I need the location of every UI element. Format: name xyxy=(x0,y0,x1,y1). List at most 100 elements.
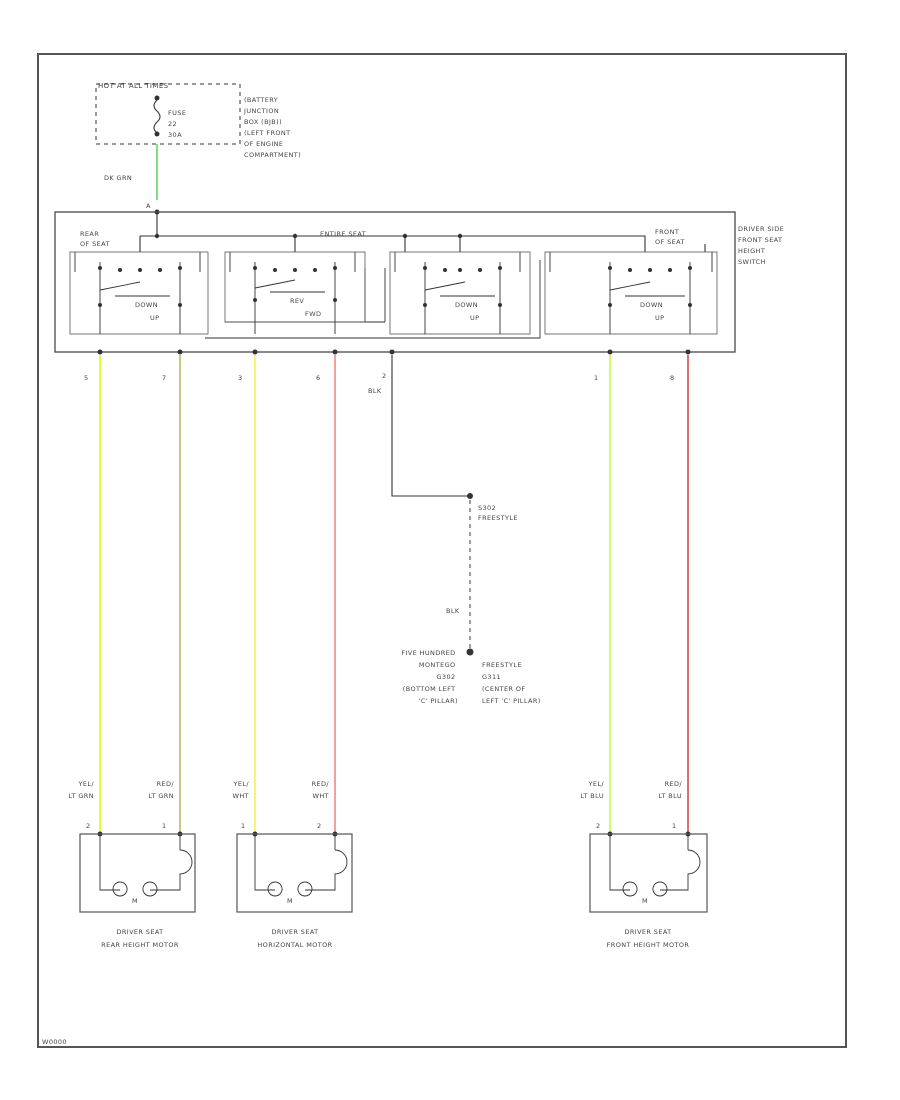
switch-4-down-label: DOWN xyxy=(640,301,663,309)
splice-label: S302 FREESTYLE xyxy=(478,504,518,522)
pin-terminal xyxy=(685,349,691,355)
contact xyxy=(423,266,427,270)
switch-contacts xyxy=(549,252,713,334)
contact xyxy=(608,266,612,270)
contact xyxy=(423,303,427,307)
switch-3-down-label: DOWN xyxy=(455,301,478,309)
bus-junction xyxy=(154,233,160,239)
switch-1-down-label: DOWN xyxy=(135,301,158,309)
connector-pin-a: A xyxy=(146,202,151,210)
splice-s302 xyxy=(467,493,473,499)
contact xyxy=(628,268,632,272)
motor-pin-label: 2 xyxy=(596,822,601,830)
pin-terminal xyxy=(607,349,613,355)
motor-m-symbol: M xyxy=(132,897,138,905)
pin-label: 1 xyxy=(594,374,599,382)
ground-g311-label: FREESTYLE G311 (CENTER OF LEFT 'C' PILLA… xyxy=(482,661,541,705)
switch-section-box xyxy=(389,251,531,335)
switch-name-label: DRIVER SIDE FRONT SEAT HEIGHT SWITCH xyxy=(738,225,787,266)
motor-box xyxy=(236,833,353,913)
switch-power-bus xyxy=(139,212,646,252)
ground-point xyxy=(466,648,474,656)
fuse-rating: 30A xyxy=(168,131,182,139)
contact xyxy=(458,268,462,272)
switch-section-1: DOWN UP xyxy=(69,251,209,335)
contact xyxy=(688,266,692,270)
motor-wiring xyxy=(609,836,701,891)
contact xyxy=(253,298,257,302)
pin-label: 7 xyxy=(162,374,167,382)
contact xyxy=(498,303,502,307)
motor-m-symbol: M xyxy=(287,897,293,905)
pin-label: 5 xyxy=(84,374,89,382)
hot-at-all-times-label: HOT AT ALL TIMES xyxy=(98,82,169,90)
rear-of-seat-label: REAR OF SEAT xyxy=(80,230,110,248)
contact xyxy=(178,266,182,270)
ground-g302-label: FIVE HUNDRED MONTEGO G302 (BOTTOM LEFT '… xyxy=(401,649,458,705)
bus-junction xyxy=(292,233,298,239)
ground-wire-blk xyxy=(391,355,470,497)
switch-2-down-label: REV xyxy=(290,297,304,305)
motor-box xyxy=(79,833,196,913)
pin-label: 2 xyxy=(382,372,387,380)
diagram-code: W0000 xyxy=(42,1038,67,1046)
switch-4-up-label: UP xyxy=(655,314,664,322)
wire-label-red-lt-grn: RED/LT GRN xyxy=(148,780,174,800)
switch-arm xyxy=(254,279,325,293)
wire-label-red-wht: RED/WHT xyxy=(312,780,330,800)
fuse-label: FUSE xyxy=(168,109,186,117)
motor-armature xyxy=(112,881,158,897)
motor-box xyxy=(589,833,708,913)
motor-pin-label: 2 xyxy=(317,822,322,830)
dk-grn-wire-label: DK GRN xyxy=(104,174,132,182)
switch-section-box xyxy=(69,251,209,335)
switch-section-box xyxy=(224,251,366,323)
entire-seat-label: ENTIRE SEAT xyxy=(320,230,366,238)
motor-armature xyxy=(622,881,668,897)
motor-pin-label: 1 xyxy=(672,822,677,830)
motor-wiring xyxy=(254,836,348,891)
switch-section-box xyxy=(544,251,718,335)
pin-terminal xyxy=(252,349,258,355)
junction-box-label: (BATTERY JUNCTION BOX (BJB)) (LEFT FRONT… xyxy=(243,96,301,159)
motor-pin-label: 1 xyxy=(241,822,246,830)
contact xyxy=(273,268,277,272)
contact xyxy=(648,268,652,272)
contact xyxy=(158,268,162,272)
wire-label-yel-wht: YEL/WHT xyxy=(233,780,250,800)
pin-label: 3 xyxy=(238,374,243,382)
switch-1-up-label: UP xyxy=(150,314,159,322)
seat-height-switch-housing xyxy=(54,211,736,353)
contact xyxy=(608,303,612,307)
wire-label-yel-lt-grn: YEL/LT GRN xyxy=(68,780,94,800)
switch-2-up-label: FWD xyxy=(305,310,321,318)
contact xyxy=(98,266,102,270)
ground-wire-label-top: BLK xyxy=(368,387,382,395)
pin-label: 8 xyxy=(670,374,675,382)
contact xyxy=(498,266,502,270)
contact xyxy=(253,266,257,270)
fuse-number: 22 xyxy=(168,120,177,128)
bus-junction xyxy=(402,233,408,239)
contact xyxy=(443,268,447,272)
pin-terminal xyxy=(332,349,338,355)
switch-contacts xyxy=(394,252,521,334)
contact xyxy=(178,303,182,307)
fuse-symbol xyxy=(153,99,161,134)
contact xyxy=(333,298,337,302)
motor-m-symbol: M xyxy=(642,897,648,905)
diagram-frame xyxy=(37,53,847,1048)
switch-arm xyxy=(424,281,495,297)
switch-section-3: DOWN UP xyxy=(389,251,531,335)
pin-terminal xyxy=(389,349,395,355)
contact xyxy=(313,268,317,272)
contact xyxy=(333,266,337,270)
switch-contacts xyxy=(74,252,201,334)
